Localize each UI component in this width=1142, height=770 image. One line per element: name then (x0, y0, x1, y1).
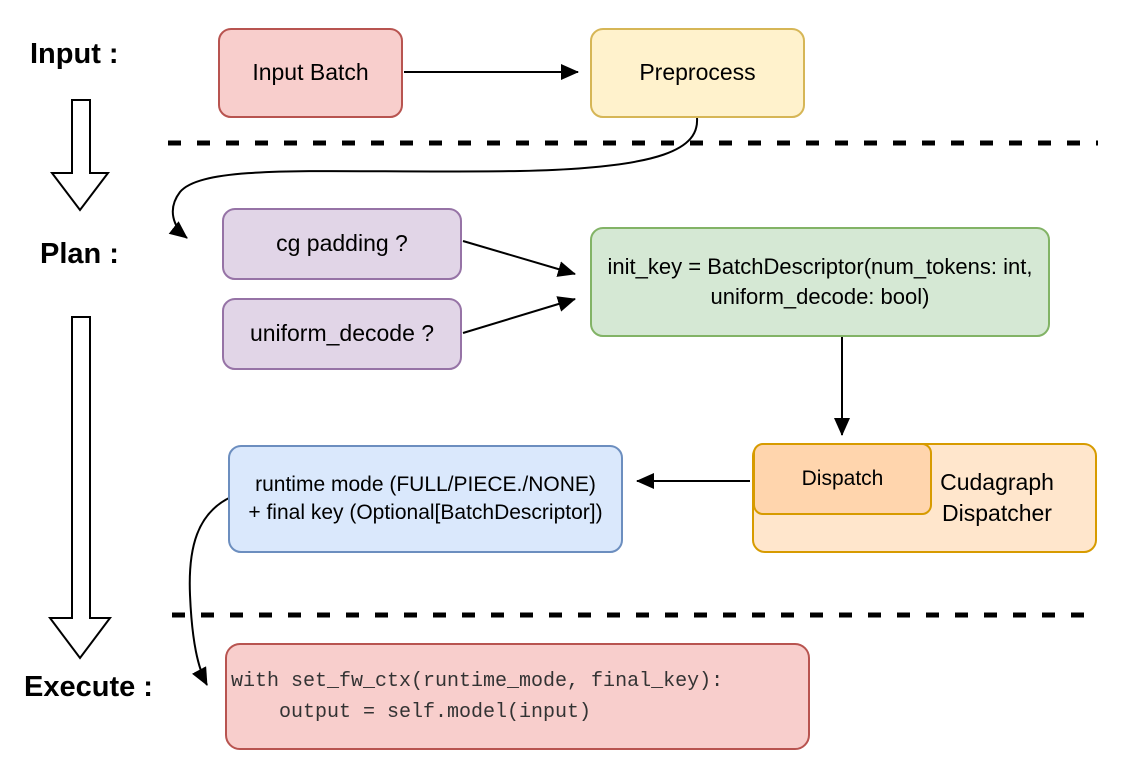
input-batch-node: Input Batch (218, 28, 403, 118)
init-key-node: init_key = BatchDescriptor(num_tokens: i… (590, 227, 1050, 337)
arrow-cg-padding-to-init-key (462, 240, 576, 277)
runtime-mode-line2: + final key (Optional[BatchDescriptor]) (248, 501, 603, 524)
init-key-line2: uniform_decode: bool) (710, 284, 930, 309)
curve-runtime-mode-to-execute-code (188, 496, 232, 686)
runtime-mode-line1: runtime mode (FULL/PIECE./NONE) (255, 472, 596, 496)
plan-stage-label: Plan : (40, 238, 119, 270)
init-key-line1: init_key = BatchDescriptor(num_tokens: i… (607, 254, 1033, 280)
execute-code-line2: output = self.model(input) (231, 700, 592, 724)
plan-to-execute-block-arrow (48, 316, 112, 660)
preprocess-node: Preprocess (590, 28, 805, 118)
input-to-plan-block-arrow (49, 99, 111, 212)
curve-preprocess-to-cg-padding (168, 117, 699, 239)
runtime-mode-node: runtime mode (FULL/PIECE./NONE) + final … (228, 445, 623, 553)
cg-padding-node: cg padding ? (222, 208, 462, 280)
arrow-uniform-decode-to-init-key (462, 296, 576, 334)
dispatch-node: Dispatch (753, 443, 932, 515)
cudagraph-dispatcher-label: Cudagraph Dispatcher (940, 468, 1054, 526)
execute-code-node: with set_fw_ctx(runtime_mode, final_key)… (225, 643, 810, 750)
uniform-decode-node: uniform_decode ? (222, 298, 462, 370)
execute-code-line1: with set_fw_ctx(runtime_mode, final_key)… (231, 669, 724, 693)
input-stage-label: Input : (30, 38, 119, 70)
execute-stage-label: Execute : (24, 671, 153, 703)
